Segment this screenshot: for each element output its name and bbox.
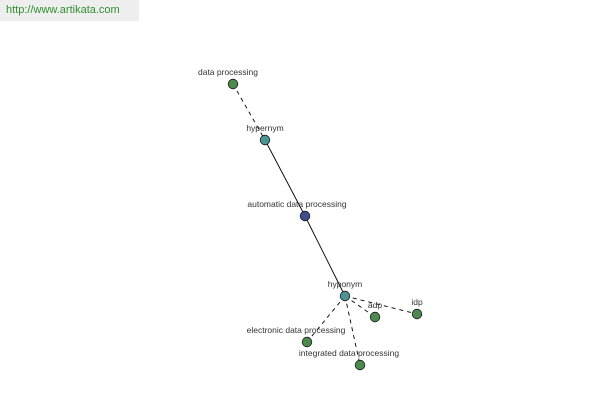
node-data-processing[interactable]: data processing — [198, 67, 258, 90]
node-marker-automatic-data-processing[interactable] — [299, 210, 311, 222]
node-label-integrated-data-processing: integrated data processing — [299, 348, 399, 358]
node-marker-hyponym[interactable] — [339, 290, 351, 302]
graph-edges — [232, 83, 418, 366]
node-label-data-processing: data processing — [198, 67, 258, 77]
node-marker-hypernym[interactable] — [259, 134, 271, 146]
edge-hyponym-to-electronic-data-processing — [306, 295, 346, 343]
node-marker-adp[interactable] — [369, 311, 381, 323]
node-marker-data-processing[interactable] — [227, 78, 239, 90]
edge-hyponym-to-integrated-data-processing — [344, 295, 361, 366]
node-automatic-data-processing[interactable]: automatic data processing — [247, 199, 347, 222]
edge-hypernym-to-automatic-data-processing — [264, 139, 306, 217]
node-label-hyponym: hyponym — [328, 279, 363, 289]
node-label-idp: idp — [411, 297, 423, 307]
edge-data-processing-to-hypernym — [232, 83, 266, 141]
node-marker-electronic-data-processing[interactable] — [301, 336, 313, 348]
node-label-hypernym: hypernym — [246, 123, 283, 133]
node-idp[interactable]: idp — [411, 297, 423, 320]
edge-automatic-data-processing-to-hyponym — [304, 215, 346, 297]
node-hypernym[interactable]: hypernym — [246, 123, 284, 146]
node-adp[interactable]: adp — [368, 300, 382, 323]
node-marker-idp[interactable] — [411, 308, 423, 320]
watermark-link[interactable]: http://www.artikata.com — [0, 0, 139, 21]
node-electronic-data-processing[interactable]: electronic data processing — [247, 325, 346, 348]
graph-nodes: data processing hypernym automatic data pr… — [198, 67, 423, 371]
node-hyponym[interactable]: hyponym — [328, 279, 363, 302]
node-label-automatic-data-processing: automatic data processing — [247, 199, 346, 209]
node-label-electronic-data-processing: electronic data processing — [247, 325, 346, 335]
node-label-adp: adp — [368, 300, 382, 310]
node-integrated-data-processing[interactable]: integrated data processing — [299, 348, 399, 371]
node-marker-integrated-data-processing[interactable] — [354, 359, 366, 371]
edge-hyponym-to-adp — [344, 295, 376, 318]
